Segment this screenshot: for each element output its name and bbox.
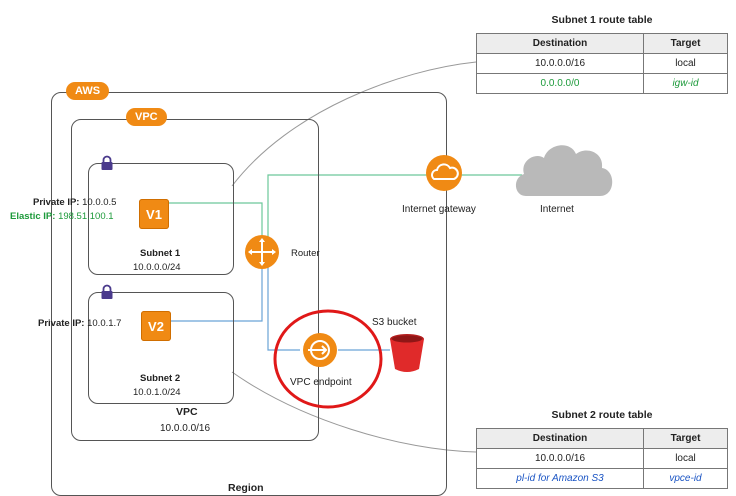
subnet1-lock-icon xyxy=(101,155,113,170)
subnet1-route-table: Destination Target 10.0.0.0/16 local 0.0… xyxy=(476,33,728,94)
subnet1-route-table-title: Subnet 1 route table xyxy=(551,14,653,26)
highlight-circle xyxy=(273,309,383,409)
s3-label: S3 bucket xyxy=(372,317,417,328)
vpc-badge: VPC xyxy=(126,108,167,126)
subnet2-lock-icon xyxy=(101,284,113,299)
aws-badge: AWS xyxy=(66,82,110,100)
router-icon[interactable] xyxy=(244,234,280,270)
subnet2-route-table: Destination Target 10.0.0.0/16 local pl-… xyxy=(476,428,728,489)
region-label: Region xyxy=(228,482,264,494)
subnet2-route-table-title: Subnet 2 route table xyxy=(551,409,653,421)
subnet1-cidr: 10.0.0.0/24 xyxy=(133,262,181,273)
vpc-cidr: 10.0.0.0/16 xyxy=(160,423,211,434)
subnet1-elastic-ip: Elastic IP: 198.51.100.1 xyxy=(10,211,114,222)
vpc-label: VPC xyxy=(176,406,198,418)
table-row: 0.0.0.0/0 igw-id xyxy=(476,73,728,94)
table-header-row: Destination Target xyxy=(476,33,728,54)
private-ip-label: Private IP: xyxy=(33,197,80,208)
internet-gateway-icon[interactable] xyxy=(425,154,463,192)
header-target: Target xyxy=(643,428,728,449)
private-ip-value: 10.0.1.7 xyxy=(87,318,122,329)
cell-target: igw-id xyxy=(643,73,728,94)
cell-destination: pl-id for Amazon S3 xyxy=(476,468,644,489)
elastic-ip-label: Elastic IP: xyxy=(10,211,56,222)
header-destination: Destination xyxy=(476,428,644,449)
cell-destination: 10.0.0.0/16 xyxy=(476,53,644,74)
internet-cloud-icon xyxy=(515,145,613,196)
s3-bucket-icon[interactable] xyxy=(388,333,426,373)
private-ip-value: 10.0.0.5 xyxy=(82,197,117,208)
vpc-box xyxy=(71,119,319,441)
internet-label: Internet xyxy=(540,204,574,215)
table-row: 10.0.0.0/16 local xyxy=(476,448,728,469)
elastic-ip-value: 198.51.100.1 xyxy=(58,211,114,222)
table-row: 10.0.0.0/16 local xyxy=(476,53,728,74)
subnet2-cidr: 10.0.1.0/24 xyxy=(133,387,181,398)
cell-target: local xyxy=(643,53,728,74)
subnet2-private-ip: Private IP: 10.0.1.7 xyxy=(38,318,121,329)
subnet2-box xyxy=(88,292,234,404)
table-header-row: Destination Target xyxy=(476,428,728,449)
vpc-endpoint-icon[interactable] xyxy=(302,332,338,368)
cell-destination: 10.0.0.0/16 xyxy=(476,448,644,469)
subnet1-box xyxy=(88,163,234,275)
cell-target: vpce-id xyxy=(643,468,728,489)
private-ip-label: Private IP: xyxy=(38,318,85,329)
instance-v2[interactable]: V2 xyxy=(141,311,171,341)
subnet2-label: Subnet 2 xyxy=(140,373,181,384)
cell-destination: 0.0.0.0/0 xyxy=(476,73,644,94)
subnet1-label: Subnet 1 xyxy=(140,248,181,259)
subnet1-private-ip: Private IP: 10.0.0.5 xyxy=(33,197,116,208)
router-label: Router xyxy=(291,248,320,259)
table-row: pl-id for Amazon S3 vpce-id xyxy=(476,468,728,489)
header-target: Target xyxy=(643,33,728,54)
cell-target: local xyxy=(643,448,728,469)
header-destination: Destination xyxy=(476,33,644,54)
igw-label: Internet gateway xyxy=(402,204,476,215)
endpoint-label: VPC endpoint xyxy=(290,377,352,388)
instance-v1[interactable]: V1 xyxy=(139,199,169,229)
